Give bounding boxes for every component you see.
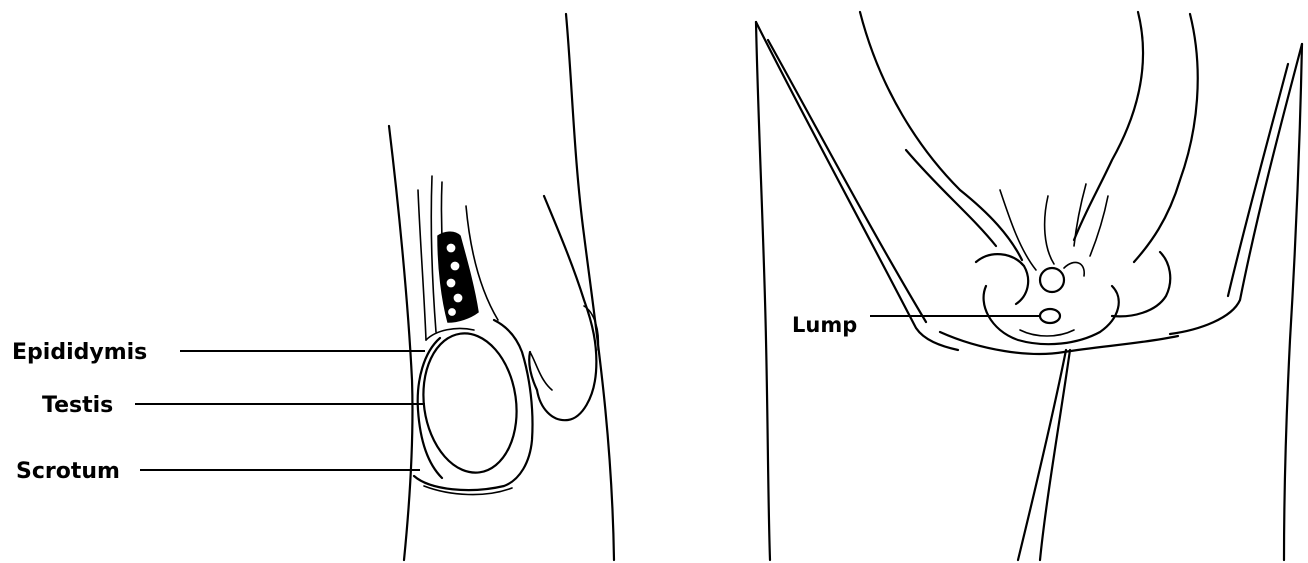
- vein-circle-4: [453, 293, 463, 303]
- fingertip-curl: [1064, 262, 1084, 276]
- right-hand-upper: [1074, 12, 1143, 240]
- center-leg-line-left: [1018, 350, 1066, 560]
- testis-label: Testis: [42, 393, 113, 418]
- left-outer-contour: [389, 126, 413, 560]
- left-thigh-outline: [756, 22, 770, 560]
- finger-4: [1090, 196, 1108, 256]
- center-leg-line-right: [1040, 350, 1070, 560]
- right-exam-figure: Lump: [756, 12, 1302, 560]
- left-anatomy-figure: Epididymis Testis Scrotum: [12, 14, 614, 560]
- fingertip-circle: [1040, 268, 1064, 292]
- vein-circle-1: [446, 243, 456, 253]
- thumb-right: [1112, 252, 1170, 316]
- right-outer-contour: [566, 14, 614, 560]
- spermatic-cord-line-2: [431, 176, 436, 332]
- vein-circle-3: [446, 278, 456, 288]
- left-hand-lower: [906, 150, 996, 246]
- left-arm-inner: [768, 40, 926, 322]
- penis-underside: [530, 352, 552, 390]
- right-arm-inner: [1228, 64, 1288, 296]
- finger-1: [1000, 190, 1036, 270]
- vein-circle-2: [450, 261, 460, 271]
- lump-marker: [1040, 309, 1060, 323]
- vein-circle-5: [448, 308, 457, 317]
- spermatic-cord-line-1: [418, 190, 426, 340]
- scrotum-label: Scrotum: [16, 459, 120, 484]
- finger-2: [1045, 196, 1054, 264]
- right-thigh-outline: [1284, 44, 1302, 560]
- lump-label: Lump: [792, 313, 857, 337]
- left-hand-upper: [860, 12, 1022, 260]
- held-scrotum-crease: [1020, 330, 1074, 336]
- epididymis-label: Epididymis: [12, 340, 147, 365]
